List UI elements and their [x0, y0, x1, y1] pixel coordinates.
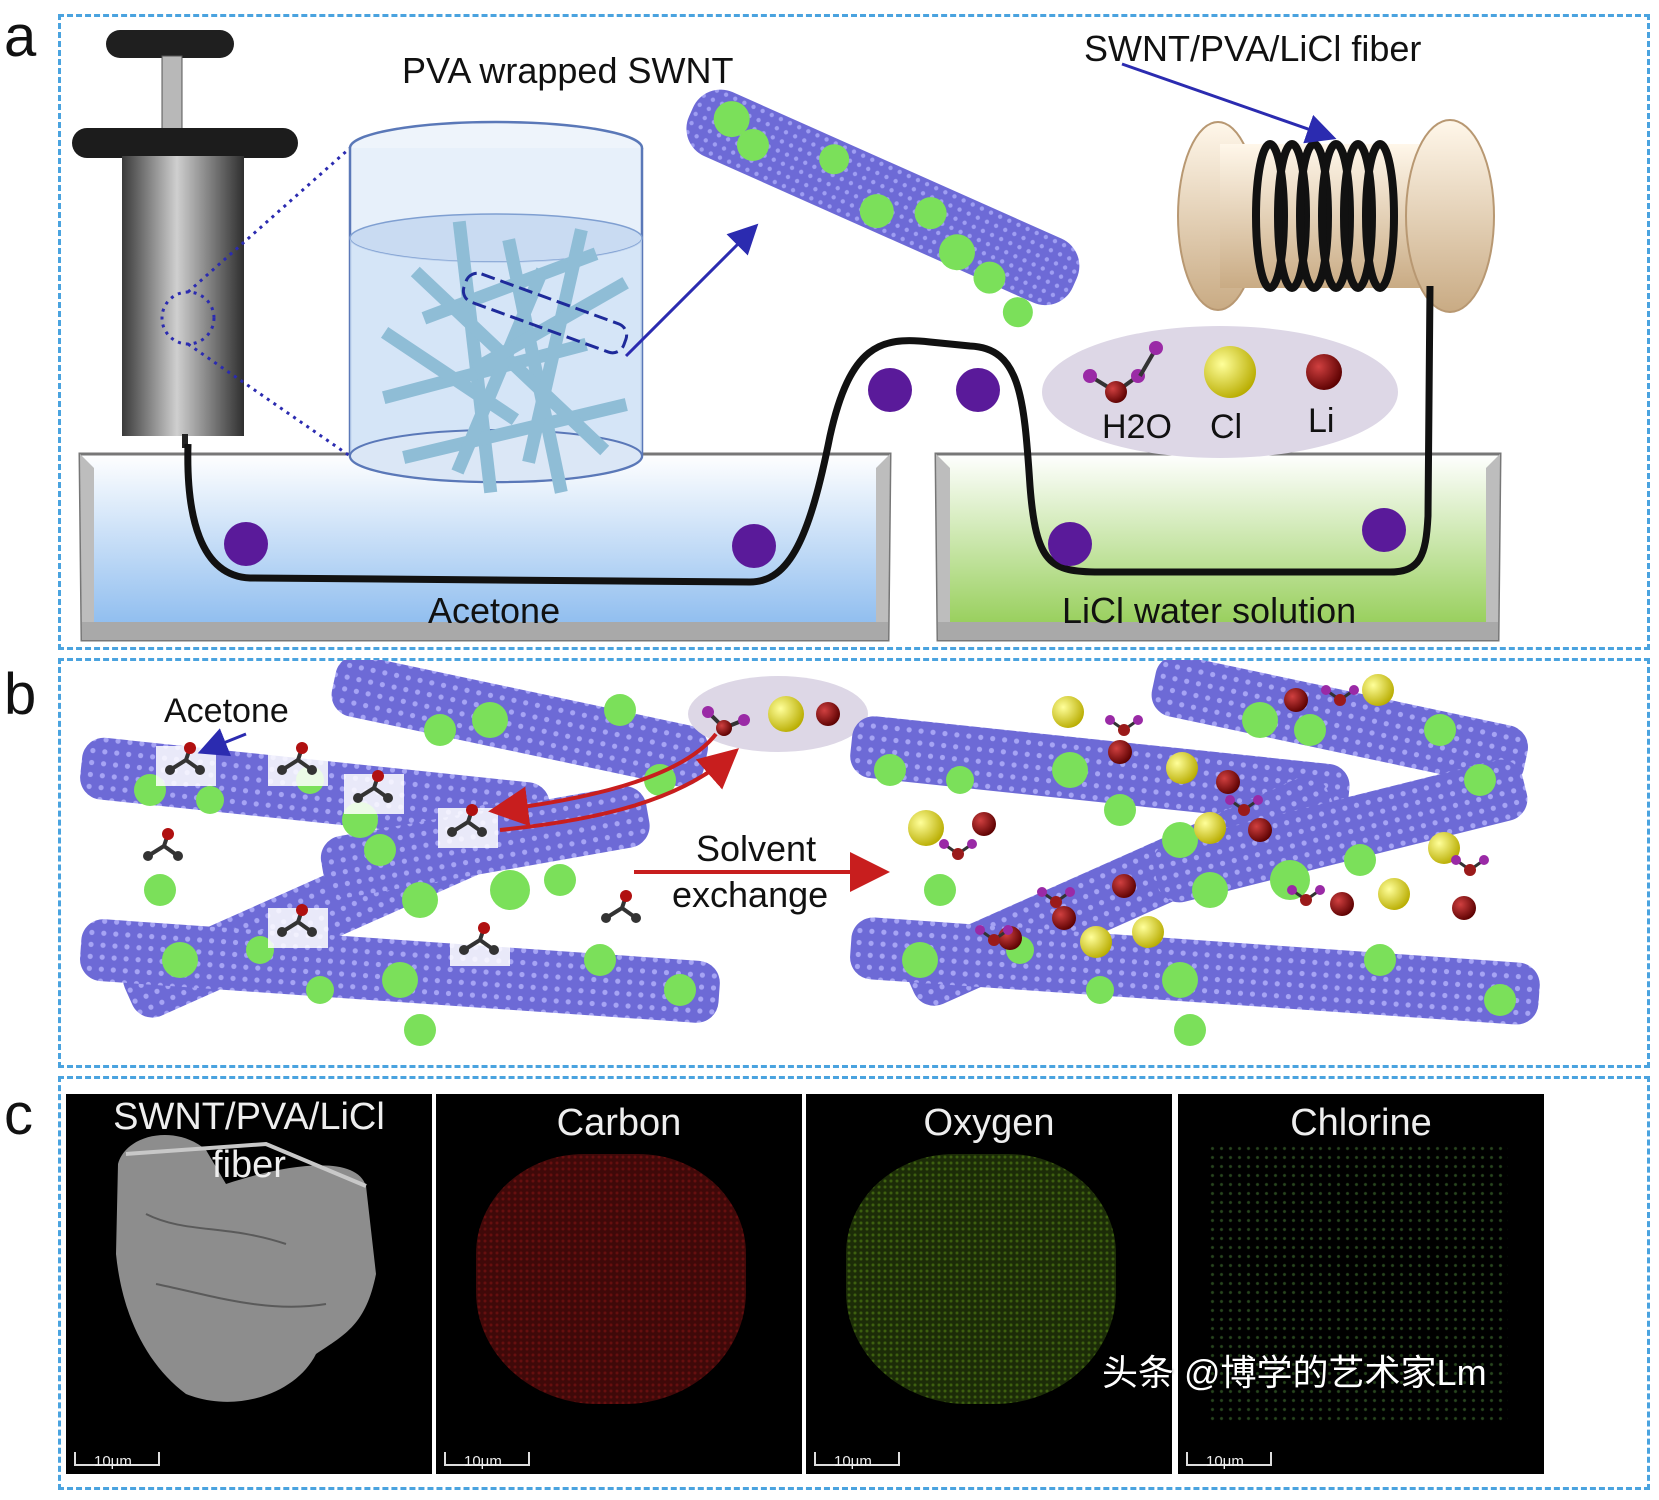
purple-dots	[224, 368, 1406, 568]
swnt-bundle-left	[80, 660, 720, 1046]
panel-c-letter: c	[4, 1082, 33, 1147]
panel-a-diagram	[72, 30, 1502, 642]
sem-oxygen-title: Oxygen	[923, 1102, 1055, 1144]
acetone-bath	[78, 452, 892, 642]
licl-bath-label: LiCl water solution	[1062, 590, 1357, 631]
water-molecules	[939, 685, 1489, 946]
sem-chlorine-title: Chlorine	[1290, 1102, 1432, 1144]
sem-oxygen-image: Oxygen 10μm	[806, 1094, 1172, 1474]
scale-bar-1	[74, 1452, 160, 1466]
spool-icon	[1177, 119, 1495, 313]
panel-c-border	[58, 1076, 1650, 1490]
panel-a-border	[58, 14, 1650, 650]
li-ions	[972, 688, 1476, 950]
scale-bar-3	[814, 1452, 900, 1466]
acetone-label: Acetone	[164, 692, 289, 730]
ion-legend	[1042, 326, 1398, 458]
pva-swnt-molecule	[686, 89, 1080, 328]
h2o-molecule-icon	[1083, 341, 1163, 403]
legend-h2o: H2O	[1102, 408, 1172, 446]
watermark: 头条 @博学的艺术家Lm	[1102, 1352, 1487, 1393]
acetone-bath-label: Acetone	[428, 590, 561, 631]
scale-text-2: 10μm	[464, 1453, 502, 1470]
fiber-path	[184, 285, 1434, 586]
pva-swnt-label: PVA wrapped SWNT	[402, 50, 734, 91]
sem-carbon-title: Carbon	[556, 1102, 682, 1144]
acetone-molecules	[134, 742, 652, 966]
cl-atom-icon	[1204, 346, 1256, 398]
sem-carbon-image: Carbon 10μm	[436, 1094, 802, 1474]
cl-ions	[908, 674, 1460, 958]
scale-text-1: 10μm	[94, 1453, 132, 1470]
ion-bubble	[688, 676, 868, 752]
li-atom-icon	[1306, 354, 1342, 390]
beaker-icon	[348, 120, 644, 494]
panel-b-diagram	[80, 660, 1540, 1046]
scale-bar-2	[444, 1452, 530, 1466]
syringe-icon	[72, 30, 298, 448]
fiber-label: SWNT/PVA/LiCl fiber	[1084, 28, 1422, 69]
swnt-bundle-right	[850, 660, 1540, 1046]
scale-bar-4	[1186, 1452, 1272, 1466]
legend-li: Li	[1308, 402, 1335, 440]
licl-bath	[934, 452, 1502, 642]
panel-b-letter: b	[4, 662, 37, 727]
sem-chlorine-image: Chlorine 10μm	[1178, 1094, 1544, 1474]
sem-fiber-image: SWNT/PVA/LiCl fiber 10μm	[66, 1094, 432, 1474]
sem-fiber-title-2: fiber	[212, 1144, 286, 1186]
solvent-exchange-label-2: exchange	[672, 874, 829, 915]
scale-text-4: 10μm	[1206, 1453, 1244, 1470]
scale-text-3: 10μm	[834, 1453, 872, 1470]
solvent-exchange-label-1: Solvent	[696, 828, 817, 869]
sem-fiber-title-1: SWNT/PVA/LiCl	[113, 1096, 385, 1138]
panel-b-border	[58, 658, 1650, 1068]
panel-a-letter: a	[4, 4, 37, 69]
legend-cl: Cl	[1210, 408, 1243, 446]
